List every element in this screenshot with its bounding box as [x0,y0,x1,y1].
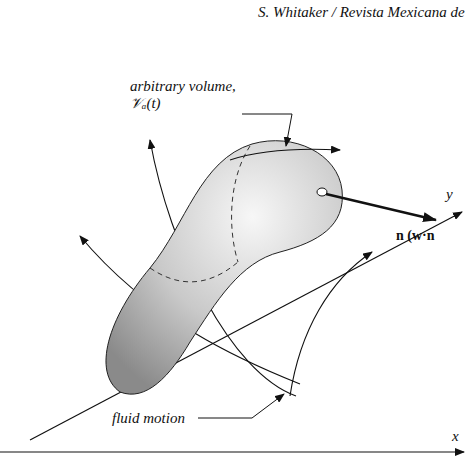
normal-vector [326,194,436,220]
leader-line [242,114,292,146]
surface-point [317,188,327,196]
streamline [230,149,340,160]
header-text: S. Whitaker / Revista Mexicana de [258,4,465,21]
x-axis [0,451,464,452]
volume-label: arbitrary volume, 𝒱ₐ(t) [130,78,242,113]
normal-label: n (w·n [396,228,435,244]
streamline [290,252,372,396]
section-line [232,146,250,262]
axis-label: x [452,428,459,445]
arbitrary-volume [106,141,342,394]
section-line [150,262,238,282]
axis-label: y [446,186,453,203]
leader-line [198,394,284,418]
fluid-label: fluid motion [112,410,185,427]
